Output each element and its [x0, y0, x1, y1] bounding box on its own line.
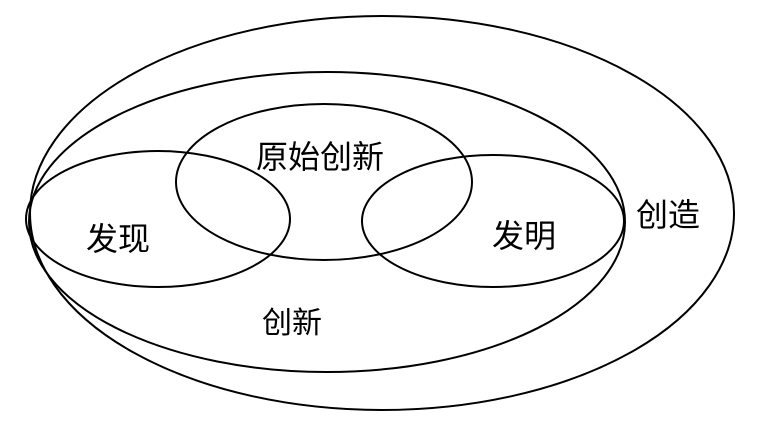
label-faxian: 发现: [86, 220, 150, 258]
label-chuangxin: 创新: [262, 306, 322, 341]
label-chuangzao: 创造: [636, 196, 700, 234]
label-yuanshichuangxin: 原始创新: [256, 138, 384, 176]
center-ellipse-yuanshichuangxin: [175, 103, 473, 261]
label-faming: 发明: [492, 217, 556, 255]
right-ellipse-faming: [361, 154, 625, 288]
left-ellipse-faxian: [25, 150, 291, 288]
middle-ellipse-chuangxin: [28, 71, 626, 373]
